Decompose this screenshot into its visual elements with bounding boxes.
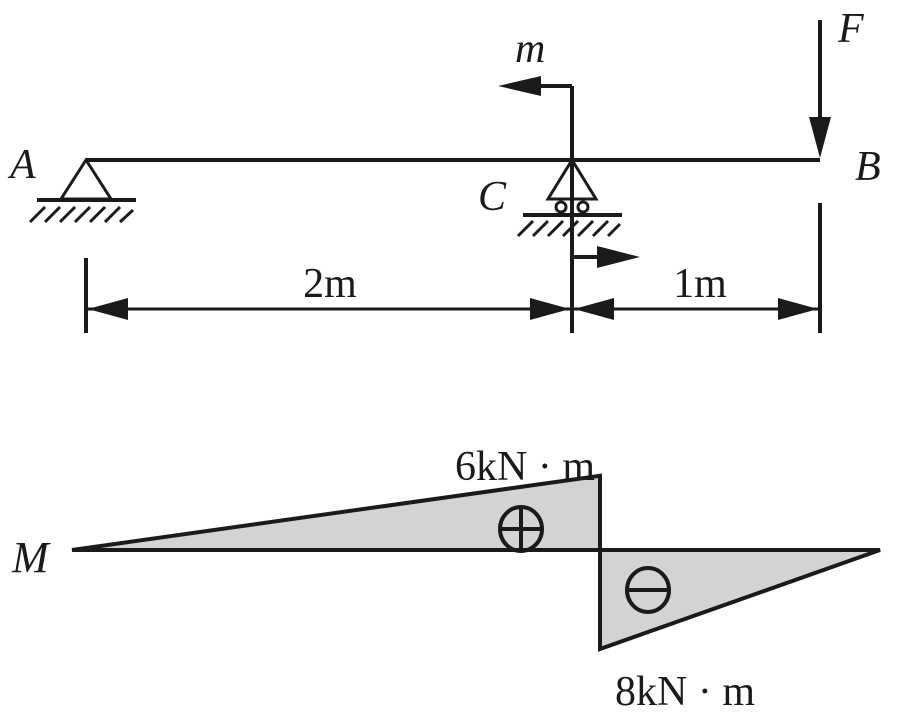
pin-support-a-icon [28,157,136,224]
point-label-b: B [855,144,881,190]
negative-moment-region [598,548,881,652]
negative-sign-icon [625,566,671,614]
dim-arrow-right-icon [530,298,570,320]
section-arrow-icon [572,246,640,268]
moment-diagram-label: M [11,533,51,582]
max-positive-moment-label: 6kN · m [455,444,595,490]
dim-arrow-left-icon [574,298,614,320]
dim-arrow-left-icon [88,298,128,320]
max-negative-moment-label: 8kN · m [615,669,755,715]
moment-arrow-icon [498,76,572,96]
dimension-label-ac: 2m [303,261,357,307]
dimension-lines [84,203,822,333]
moment-label: m [515,26,545,72]
positive-sign-icon [498,505,544,553]
force-label: F [837,6,864,52]
beam-structure: A C m [7,6,881,333]
point-label-c: C [478,174,507,220]
dimension-label-cb: 1m [673,261,727,307]
force-arrow-icon [809,20,831,158]
moment-diagram: M 6kN · m 8kN · m [11,444,881,715]
point-label-a: A [7,142,36,188]
dim-arrow-right-icon [778,298,818,320]
